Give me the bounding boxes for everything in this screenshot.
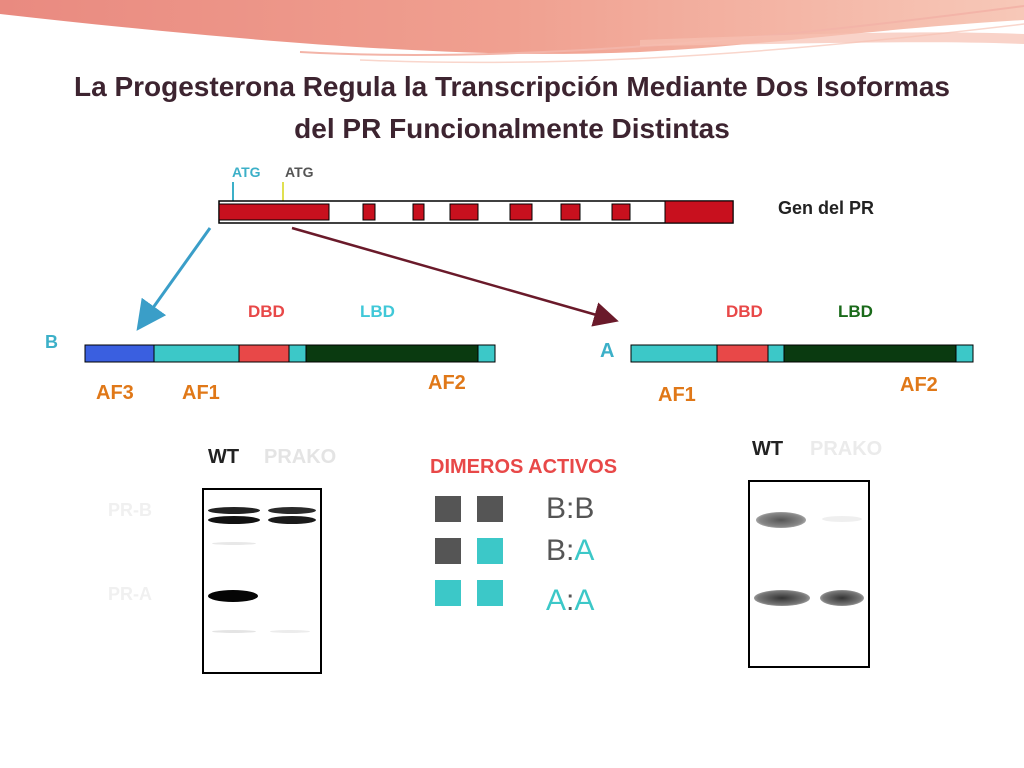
isoform-b-af3-label: AF3 [96, 382, 134, 404]
band-prako-upper-1 [268, 507, 316, 514]
atg-label-1: ATG [232, 164, 261, 180]
band-right-wt-lower [754, 590, 810, 606]
arrow-to-isoform-a [291, 226, 619, 327]
isoform-b-bar [84, 344, 496, 363]
blot-left-pr-b-label: PR-B [108, 500, 152, 520]
dimer-ba-square-2 [477, 538, 503, 564]
dimer-ba-text: B:A [546, 534, 594, 568]
isoform-a-af2-tail [955, 344, 974, 363]
dimer-aa-1: A [546, 584, 567, 617]
dimers-heading: DIMEROS ACTIVOS [430, 456, 618, 478]
exon-4 [449, 203, 479, 221]
exon-1 [218, 203, 330, 221]
band-prako-upper-2 [268, 516, 316, 524]
isoform-a-bar [630, 344, 974, 363]
isoform-b-af2-tail [477, 344, 496, 363]
isoform-b-dbd-domain [238, 344, 290, 363]
atg-marker-1 [232, 182, 234, 202]
gene-label: Gen del PR [778, 198, 875, 218]
header-decoration [0, 0, 1024, 64]
isoform-b-af1-domain [153, 344, 240, 363]
isoform-b-af3-domain [84, 344, 155, 363]
dimer-aa-sep: : [566, 584, 575, 617]
atg-marker-2 [282, 182, 284, 202]
dimer-bb-text: B:B [546, 492, 594, 526]
dimer-bb-2: B [574, 492, 595, 525]
band-faint-3 [270, 630, 310, 633]
isoform-a-af1-domain [630, 344, 718, 363]
isoform-b-dbd-label: DBD [248, 302, 285, 321]
dimer-aa-2: A [574, 584, 595, 617]
isoform-b-lbd-domain [305, 344, 479, 363]
title-line-1: La Progesterona Regula la Transcripción … [73, 71, 950, 102]
dimer-bb-square-2 [477, 496, 503, 522]
band-right-prako-lower [820, 590, 864, 606]
exon-7 [611, 203, 631, 221]
isoform-a-af1-label: AF1 [658, 384, 696, 406]
dimer-ba-1: B [546, 534, 567, 567]
exon-6 [560, 203, 581, 221]
isoform-b-lbd-label: LBD [360, 302, 395, 321]
page-title: La Progesterona Regula la Transcripción … [0, 66, 1024, 150]
dimer-ba-sep: : [566, 534, 575, 567]
title-line-2: del PR Funcionalmente Distintas [294, 113, 730, 144]
isoform-b-hinge [288, 344, 307, 363]
dimer-aa-square-2 [477, 580, 503, 606]
dimer-bb-square-1 [435, 496, 461, 522]
arrow-to-isoform-b [136, 227, 212, 331]
blot-right [748, 480, 870, 668]
blot-left-prako-label: PRAKO [264, 446, 337, 468]
blot-left-pr-a-label: PR-A [108, 584, 152, 604]
blot-right-prako-label: PRAKO [810, 438, 883, 460]
exon-5 [509, 203, 533, 221]
blot-left [202, 488, 322, 674]
isoform-b-name: B [45, 332, 58, 352]
isoform-b-af1-label: AF1 [182, 382, 220, 404]
exon-8 [664, 200, 734, 224]
dimer-bb-1: B [546, 492, 567, 525]
dimer-bb-sep: : [566, 492, 575, 525]
band-right-wt-upper [756, 512, 806, 528]
band-right-prako-faint [822, 516, 862, 522]
blot-left-wt-label: WT [208, 446, 240, 468]
band-faint-1 [212, 542, 256, 545]
band-faint-2 [212, 630, 256, 633]
exon-3 [412, 203, 425, 221]
isoform-a-lbd-label: LBD [838, 302, 873, 321]
dimer-ba-2: A [574, 534, 595, 567]
isoform-a-hinge [767, 344, 785, 363]
band-wt-upper-1 [208, 507, 260, 514]
dimer-aa-text: A:A [546, 584, 594, 618]
dimer-aa-square-1 [435, 580, 461, 606]
isoform-a-name: A [600, 340, 615, 362]
dimer-ba-square-1 [435, 538, 461, 564]
isoform-a-af2-label: AF2 [900, 374, 938, 396]
band-wt-pr-a [208, 590, 258, 602]
isoform-a-lbd-domain [783, 344, 957, 363]
isoform-b-af2-label: AF2 [428, 372, 466, 394]
atg-label-2: ATG [285, 164, 314, 180]
isoform-a-dbd-label: DBD [726, 302, 763, 321]
exon-2 [362, 203, 376, 221]
blot-right-wt-label: WT [752, 438, 784, 460]
band-wt-upper-2 [208, 516, 260, 524]
isoform-a-dbd-domain [716, 344, 769, 363]
gene-diagram [218, 200, 734, 224]
